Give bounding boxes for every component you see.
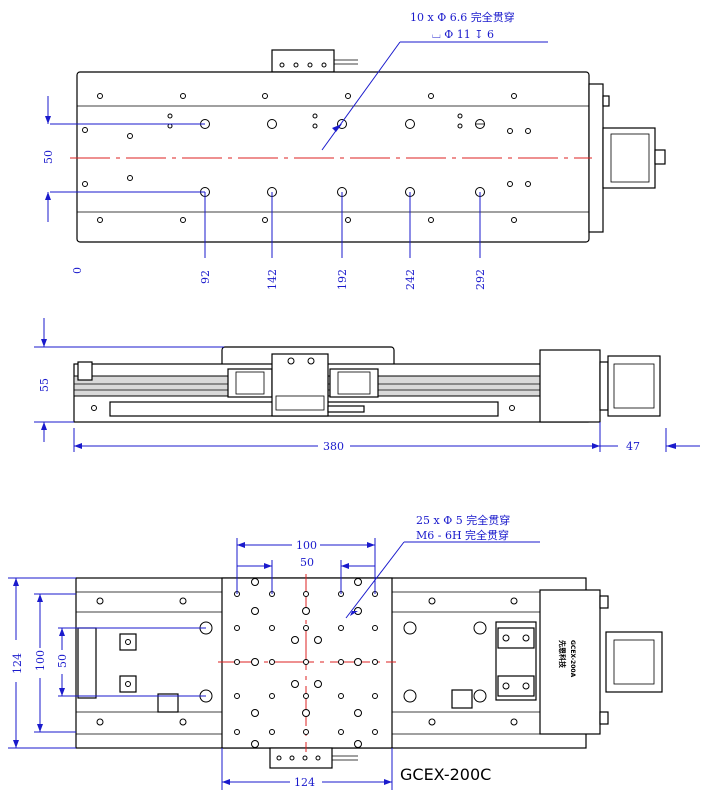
top-pos-192: 192 — [336, 269, 349, 290]
side-dim-motor: 47 — [600, 428, 700, 453]
top-pos-142: 142 — [266, 269, 279, 290]
top-dim-vertical: 50 — [42, 96, 205, 222]
side-dim-380-label: 380 — [323, 440, 344, 453]
bottom-plate-holes — [234, 578, 378, 748]
top-pos-92: 92 — [199, 270, 212, 284]
bottom-callout-line2: M6 - 6H 完全贯穿 — [416, 528, 509, 542]
bottom-dim-50-left: 50 — [56, 654, 69, 668]
bottom-callout-line1: 25 x Φ 5 完全贯穿 — [416, 513, 510, 527]
bottom-dim-124-bottom: 124 — [294, 776, 315, 789]
top-pos-0: 0 — [71, 267, 84, 274]
bottom-dim-50-top: 50 — [300, 556, 314, 569]
model-label: GCEX-200C — [400, 765, 491, 784]
top-view: 50 0 92 142 192 242 292 10 x Φ 6.6 完全贯穿 … — [42, 10, 666, 290]
bottom-dim-bottom: 124 — [221, 748, 393, 790]
bottom-dim-100-left: 100 — [34, 650, 47, 671]
side-nut-block — [271, 353, 329, 417]
top-position-lines — [204, 192, 481, 258]
bottom-motor-mount — [539, 589, 601, 735]
bottom-view: 先恩科技 GCEX-200A — [8, 513, 663, 790]
bottom-logo-text: 先恩科技 — [558, 640, 567, 669]
bottom-dim-100-top: 100 — [296, 539, 317, 552]
top-sensor-tab — [271, 49, 335, 73]
top-callout-line1: 10 x Φ 6.6 完全贯穿 — [410, 10, 515, 24]
bottom-dim-left: 124 100 50 — [8, 577, 206, 749]
top-callout-line2: ⌴ Φ 11 ↧ 6 — [432, 28, 494, 41]
side-dim-47-label: 47 — [626, 440, 640, 453]
top-hole-callout: 10 x Φ 6.6 完全贯穿 ⌴ Φ 11 ↧ 6 — [321, 10, 548, 151]
top-small-holes — [82, 93, 531, 223]
top-pos-242: 242 — [404, 269, 417, 290]
bottom-dim-top: 100 50 — [236, 538, 376, 594]
side-dim-height: 55 — [34, 318, 224, 442]
bottom-motor — [605, 631, 663, 693]
bottom-rail-holes — [96, 597, 518, 726]
side-dim-length: 380 — [73, 422, 601, 453]
bottom-dim-124-left: 124 — [11, 653, 24, 674]
bottom-logo-model: GCEX-200A — [569, 640, 576, 678]
top-dim-50-label: 50 — [42, 150, 55, 164]
side-view: 55 380 47 — [34, 318, 700, 453]
bottom-hole-callout: 25 x Φ 5 完全贯穿 M6 - 6H 完全贯穿 — [345, 513, 540, 619]
top-pos-292: 292 — [474, 269, 487, 290]
side-motor-mount — [539, 349, 601, 423]
side-motor — [607, 355, 661, 417]
side-dim-55-label: 55 — [38, 378, 51, 392]
